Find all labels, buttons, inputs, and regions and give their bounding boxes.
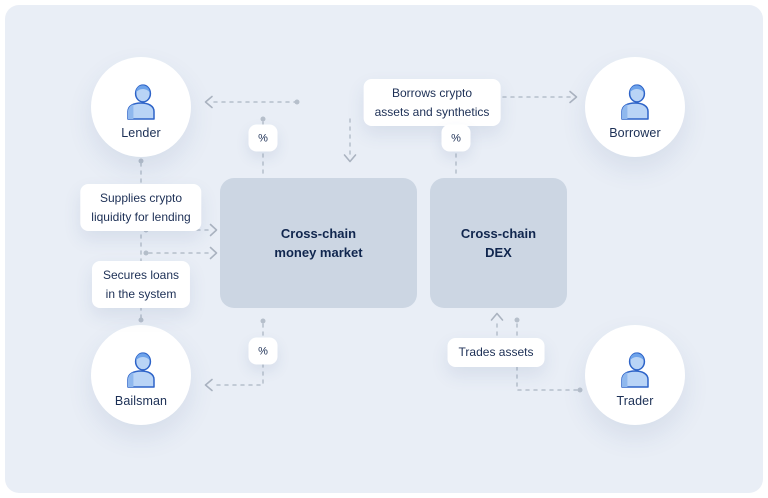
- dot: [143, 250, 149, 256]
- label-line: in the system: [105, 286, 177, 301]
- dot: [514, 317, 520, 323]
- label-trades-assets: Trades assets: [447, 338, 545, 367]
- actor-borrower: Borrower: [585, 57, 685, 157]
- box-label-line: Cross-chain: [460, 225, 537, 241]
- actor-label: Trader: [616, 393, 654, 408]
- label-line: assets and synthetics: [374, 104, 490, 119]
- person-icon: [621, 351, 649, 388]
- percent-badge-lender: %: [248, 124, 278, 152]
- label-line: Supplies crypto: [99, 191, 183, 205]
- percent-badge-dex: %: [441, 124, 471, 152]
- person-icon: [127, 351, 155, 388]
- arrowhead-to-lender: [204, 95, 213, 109]
- label-borrows-crypto: Borrows crypto assets and synthetics: [363, 79, 501, 127]
- box-label-line: DEX: [485, 245, 512, 260]
- box-cross-chain-money-market: Cross-chain money market: [220, 178, 417, 308]
- dot: [577, 387, 583, 393]
- label-secures-loans: Secures loans in the system: [91, 261, 191, 309]
- dot: [138, 158, 144, 164]
- line-trader-to-trades: [516, 366, 579, 391]
- actor-trader: Trader: [585, 325, 685, 425]
- label-line: Secures loans: [102, 268, 180, 282]
- actor-lender: Lender: [91, 57, 191, 157]
- label-line: Borrows crypto: [391, 86, 473, 100]
- actor-label: Lender: [121, 125, 161, 140]
- box-cross-chain-dex: Cross-chain DEX: [430, 178, 567, 308]
- arrowhead-to-bailsman: [204, 378, 213, 392]
- box-label-line: Cross-chain: [280, 225, 357, 241]
- actor-label: Bailsman: [114, 393, 168, 408]
- box-label-line: money market: [274, 245, 363, 260]
- label-line: liquidity for lending: [91, 209, 191, 224]
- dot: [294, 99, 300, 105]
- arrowhead-into-dex: [490, 312, 504, 321]
- actor-bailsman: Bailsman: [91, 325, 191, 425]
- dot: [260, 116, 266, 122]
- label-supplies-liquidity: Supplies crypto liquidity for lending: [80, 184, 202, 232]
- arrowhead-to-borrower: [569, 90, 578, 104]
- label-line: Trades assets: [458, 345, 534, 359]
- dot: [138, 317, 144, 323]
- dot: [260, 318, 266, 324]
- arrowhead-supplies: [209, 223, 218, 237]
- person-icon: [621, 83, 649, 120]
- percent-badge-bailsman: %: [248, 337, 278, 365]
- arrowhead-secures: [209, 246, 218, 260]
- actor-label: Borrower: [609, 125, 661, 140]
- person-icon: [127, 83, 155, 120]
- arrowhead-into-market-top: [343, 154, 357, 163]
